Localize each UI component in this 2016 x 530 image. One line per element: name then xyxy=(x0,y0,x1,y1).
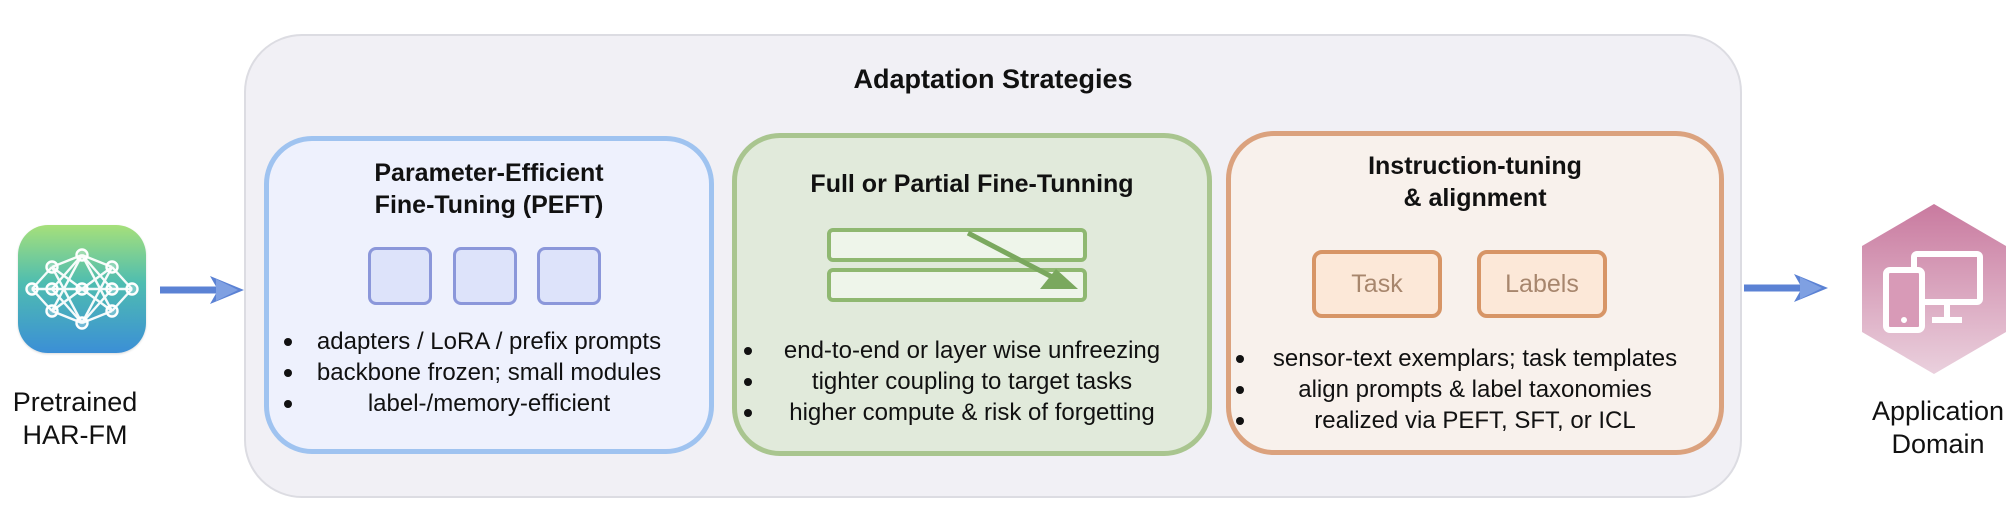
input-arrow xyxy=(160,276,244,304)
bullet-dot xyxy=(284,338,292,346)
module-block-2 xyxy=(453,247,517,305)
list-item: higher compute & risk of forgetting xyxy=(744,397,1200,428)
instruction-tuning-panel xyxy=(1226,131,1724,455)
devices-icon xyxy=(1862,204,2006,374)
list-item: align prompts & label taxonomies xyxy=(1236,374,1714,405)
peft-bullet-list: adapters / LoRA / prefix prompts backbon… xyxy=(284,326,694,419)
list-item: realized via PEFT, SFT, or ICL xyxy=(1236,405,1714,436)
application-domain-label: Application Domain xyxy=(1871,396,2005,459)
bullet-dot xyxy=(744,378,752,386)
layers-unfreeze-icon xyxy=(827,228,1087,302)
instruction-tuning-title: Instruction-tuning & alignment xyxy=(1368,152,1582,212)
peft-panel xyxy=(264,136,714,454)
bullet-dot xyxy=(1236,386,1244,394)
list-item: sensor-text exemplars; task templates xyxy=(1236,343,1714,374)
list-item: label-/memory-efficient xyxy=(284,388,694,419)
bullet-dot xyxy=(744,409,752,417)
bullet-dot xyxy=(284,400,292,408)
output-arrow xyxy=(1744,274,1828,302)
pretrained-model-label: Pretrained HAR-FM xyxy=(12,387,138,450)
task-chip: Task xyxy=(1312,250,1442,318)
bullet-dot xyxy=(744,347,752,355)
bullet-dot xyxy=(284,369,292,377)
module-block-1 xyxy=(368,247,432,305)
list-item: backbone frozen; small modules xyxy=(284,357,694,388)
bullet-dot xyxy=(1236,355,1244,363)
labels-chip: Labels xyxy=(1477,250,1607,318)
container-title: Adaptation Strategies xyxy=(853,64,1133,94)
list-item: tighter coupling to target tasks xyxy=(744,366,1200,397)
instruction-tuning-bullet-list: sensor-text exemplars; task templates al… xyxy=(1236,343,1714,436)
list-item: adapters / LoRA / prefix prompts xyxy=(284,326,694,357)
full-finetuning-title: Full or Partial Fine-Tunning xyxy=(810,170,1134,198)
bullet-dot xyxy=(1236,417,1244,425)
module-block-3 xyxy=(537,247,601,305)
neural-network-icon xyxy=(18,225,146,353)
full-finetuning-bullet-list: end-to-end or layer wise unfreezing tigh… xyxy=(744,335,1200,428)
peft-title: Parameter-Efficient Fine-Tuning (PEFT) xyxy=(374,159,604,219)
list-item: end-to-end or layer wise unfreezing xyxy=(744,335,1200,366)
